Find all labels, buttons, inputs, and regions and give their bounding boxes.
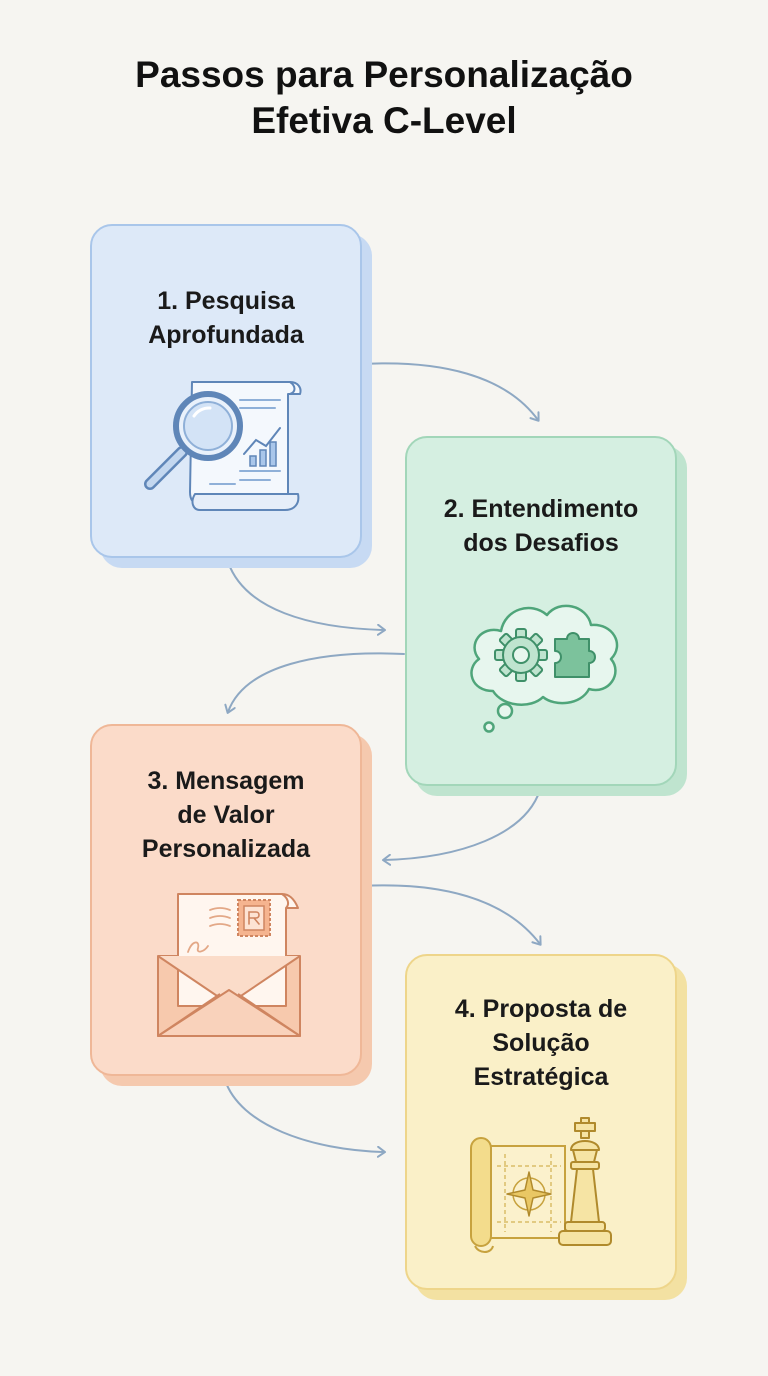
step-4-line-3: Estratégica (473, 1063, 609, 1091)
page-title: Passos para Personalização Efetiva C-Lev… (0, 52, 768, 144)
step-3-line-2: de Valor (177, 801, 275, 829)
step-4-line-2: Solução (492, 1029, 590, 1057)
title-line-1: Passos para Personalização (135, 54, 633, 95)
arrow-2-down (382, 789, 541, 866)
step-1-line-2: Aprofundada (148, 321, 304, 349)
thought-cloud-gear-puzzle-icon (470, 604, 619, 733)
step-4-label: 4. Proposta de Solução Estratégica (407, 992, 675, 1094)
step-1-label: 1. Pesquisa Aprofundada (92, 284, 360, 352)
step-3-line-1: 3. Mensagem (147, 767, 305, 795)
step-2-line-1: 2. Entendimento (443, 495, 639, 523)
step-2-label: 2. Entendimento dos Desafios (407, 492, 675, 560)
magnifier-document-icon (144, 381, 302, 511)
step-3-line-3: Personalizada (141, 835, 311, 863)
arrow-1-down (227, 561, 386, 636)
step-card-1: 1. Pesquisa Aprofundada (90, 224, 362, 558)
step-3-label: 3. Mensagem de Valor Personalizada (92, 764, 360, 866)
arrow-2-to-3 (224, 652, 405, 714)
step-2-line-2: dos Desafios (463, 529, 619, 557)
step-4-line-1: 4. Proposta de (454, 995, 628, 1023)
chess-king-map-icon (470, 1117, 612, 1253)
arrow-3-to-4 (361, 884, 542, 946)
step-card-3: 3. Mensagem de Valor Personalizada (90, 724, 362, 1076)
envelope-letter-icon (157, 893, 301, 1037)
step-card-2: 2. Entendimento dos Desafios (405, 436, 677, 786)
title-line-2: Efetiva C-Level (251, 100, 517, 141)
step-card-4: 4. Proposta de Solução Estratégica (405, 954, 677, 1290)
arrow-3-down (224, 1079, 386, 1158)
step-1-line-1: 1. Pesquisa (157, 287, 295, 315)
arrow-1-to-2 (361, 362, 540, 422)
